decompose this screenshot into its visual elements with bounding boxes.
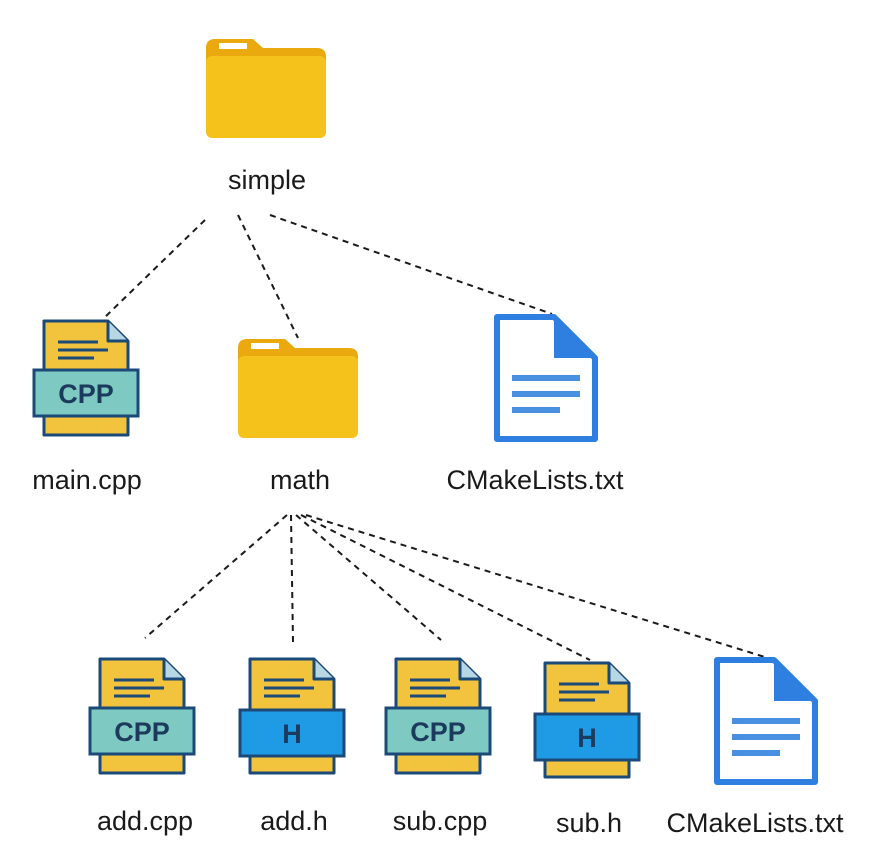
file-label: CMakeLists.txt: [446, 465, 624, 495]
file-label: CMakeLists.txt: [666, 808, 844, 838]
folder-icon: [238, 339, 358, 438]
text-document-icon: [714, 657, 818, 785]
connector-simple-main: [103, 219, 206, 319]
header-file-icon: H: [238, 657, 346, 775]
file-sub-h[interactable]: H: [533, 660, 643, 785]
connector-math-cmake: [305, 514, 769, 659]
file-label: add.cpp: [96, 806, 194, 836]
file-label: sub.h: [555, 808, 623, 838]
folder-simple[interactable]: [203, 36, 329, 145]
cpp-badge: CPP: [410, 717, 466, 747]
file-cmakelists-root[interactable]: [492, 312, 600, 449]
file-add-h[interactable]: H: [238, 656, 348, 781]
file-label: add.h: [260, 806, 328, 836]
cpp-badge: CPP: [58, 379, 114, 409]
header-file-icon: H: [533, 661, 641, 779]
folder-label: math: [269, 465, 331, 495]
file-cmakelists-math[interactable]: [712, 655, 820, 792]
file-sub-cpp[interactable]: CPP: [384, 656, 494, 781]
connector-math-subh: [300, 514, 591, 661]
connector-math-addcpp: [144, 514, 288, 639]
cpp-badge: CPP: [114, 717, 170, 747]
cpp-file-icon: CPP: [32, 319, 140, 437]
folder-icon: [206, 39, 326, 138]
cpp-file-icon: CPP: [88, 657, 196, 775]
folder-label: simple: [227, 165, 307, 195]
connector-math-subcpp: [295, 514, 442, 641]
folder-math[interactable]: [235, 336, 361, 445]
h-badge: H: [577, 723, 597, 753]
text-document-icon: [494, 314, 598, 442]
connector-math-addh: [290, 514, 294, 643]
connector-simple-cmake: [269, 214, 553, 315]
file-main-cpp[interactable]: CPP: [32, 318, 142, 443]
h-badge: H: [282, 719, 302, 749]
file-add-cpp[interactable]: CPP: [88, 656, 198, 781]
cpp-file-icon: CPP: [384, 657, 492, 775]
connector-simple-math: [237, 214, 299, 339]
file-label: main.cpp: [32, 465, 142, 495]
file-label: sub.cpp: [392, 806, 488, 836]
